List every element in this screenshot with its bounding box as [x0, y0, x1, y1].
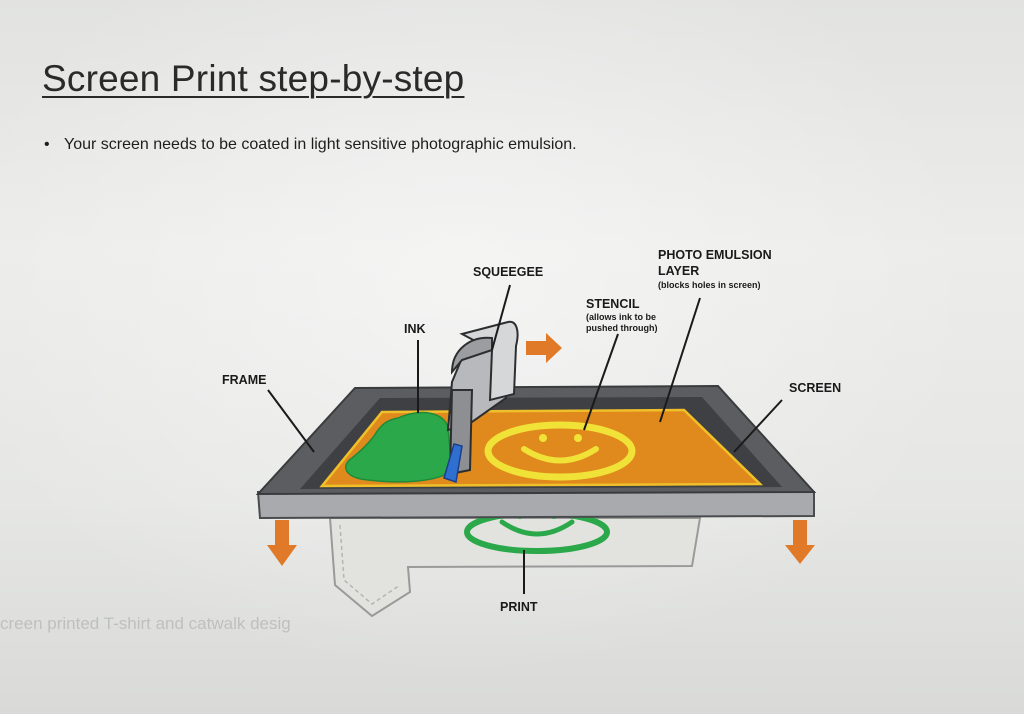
tshirt-shape [328, 517, 702, 618]
page-title: Screen Print step-by-step [42, 58, 465, 99]
arrow-right-icon [526, 333, 562, 363]
label-screen: SCREEN [789, 381, 841, 395]
label-stencil-note-1: (allows ink to be [586, 312, 656, 322]
tshirt-stitching [339, 524, 401, 605]
faded-caption: creen printed T-shirt and catwalk desig [0, 614, 291, 633]
bullet-list: • Your screen needs to be coated in light… [44, 136, 577, 154]
label-photo-emulsion-note: (blocks holes in screen) [658, 280, 761, 290]
leader-line-emulsion [659, 297, 701, 423]
stencil-smiley-icon [484, 421, 636, 481]
leader-line-stencil [583, 333, 619, 431]
label-photo-emulsion-2: LAYER [658, 264, 699, 278]
arrow-down-icon [267, 520, 297, 566]
label-stencil-note-2: pushed through) [586, 323, 658, 333]
label-print: PRINT [500, 600, 538, 614]
label-photo-emulsion-1: PHOTO EMULSION [658, 248, 772, 262]
bullet-text: Your screen needs to be coated in light … [64, 136, 577, 153]
ink-puddle [344, 411, 453, 483]
label-ink: INK [404, 322, 426, 336]
bullet-item: • Your screen needs to be coated in light… [44, 136, 577, 154]
squeegee [443, 320, 519, 483]
arrow-down-icon [785, 520, 815, 564]
leader-line-frame [267, 389, 315, 453]
bullet-dot-icon: • [44, 136, 50, 153]
label-frame: FRAME [222, 373, 266, 387]
label-squeegee: SQUEEGEE [473, 265, 543, 279]
leader-line-screen [733, 399, 783, 453]
leader-line-squeegee [491, 284, 511, 351]
frame-front-edge [256, 491, 815, 520]
label-stencil: STENCIL [586, 297, 640, 311]
